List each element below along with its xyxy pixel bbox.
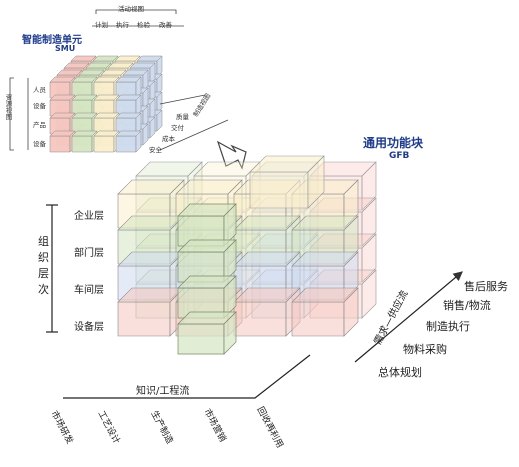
biz-manufacturing-execution: 制造执行 xyxy=(426,320,470,333)
resource-row-4: 设备 xyxy=(33,140,46,148)
smu-activity-bracket xyxy=(92,9,184,27)
gfb-front-cell-front xyxy=(291,301,345,337)
smu-cell-side xyxy=(156,73,163,96)
org-axis-line xyxy=(46,204,58,333)
smu-cell-front xyxy=(93,135,115,153)
smu-cell-side xyxy=(149,80,156,103)
dimension-delivery: 交付 xyxy=(171,124,184,132)
level-enterprise: 企业层 xyxy=(74,211,104,222)
activity-col-plan: 计划 xyxy=(95,21,108,29)
smu-subtitle: SMU xyxy=(55,44,76,53)
smu-cell-side xyxy=(156,109,163,132)
biz-sales-logistics: 销售/物流 xyxy=(443,299,491,312)
smu-dimension-bracket xyxy=(159,94,229,151)
org-axis-char-2: 织 xyxy=(38,251,49,264)
org-axis-char-1: 组 xyxy=(38,235,49,248)
resource-row-2: 设备 xyxy=(33,102,46,110)
transform-arrow xyxy=(216,140,247,170)
smu-cell-side xyxy=(156,55,163,78)
dimension-safety: 安全 xyxy=(149,146,162,154)
dimension-quality: 质量 xyxy=(176,113,189,121)
gfb-highlight-cell-side xyxy=(223,275,237,319)
gfb-highlight-cell-side xyxy=(223,239,237,283)
smu-cell-side xyxy=(149,98,156,121)
level-department: 部门层 xyxy=(74,248,104,259)
activity-col-improve: 改善 xyxy=(159,21,172,29)
smu-title: 智能制造单元 xyxy=(22,35,82,46)
smu-cell-side xyxy=(142,123,149,146)
org-axis-char-4: 次 xyxy=(38,283,49,296)
gfb-highlight-cell-side xyxy=(223,311,237,355)
biz-overall-planning: 总体规划 xyxy=(378,366,422,379)
smu-cell-side xyxy=(142,69,149,92)
smu-cell-side xyxy=(135,112,142,135)
level-workshop: 车间层 xyxy=(74,285,104,296)
smu-cell-side xyxy=(149,62,156,85)
gfb-highlight-cell-side xyxy=(223,203,237,247)
gfb-cube xyxy=(117,155,377,355)
activity-col-inspect: 检验 xyxy=(137,21,150,29)
level-equipment: 设备层 xyxy=(74,322,104,333)
business-axis-line xyxy=(354,271,463,363)
smu-cell-side xyxy=(135,76,142,99)
smu-cell-side xyxy=(135,130,142,153)
smu-cell-side xyxy=(142,105,149,128)
biz-material-procurement: 物料采购 xyxy=(403,343,447,356)
activity-view-header: 活动视图 xyxy=(118,5,144,13)
resource-row-1: 人员 xyxy=(33,86,46,94)
knowledge-axis-line xyxy=(63,354,311,399)
smu-cell-front xyxy=(71,135,93,153)
biz-after-sales: 售后服务 xyxy=(464,280,508,293)
resource-view-header: 资源视图 xyxy=(4,94,12,120)
gfb-title: 通用功能块 xyxy=(363,136,424,150)
smu-cell-front xyxy=(115,135,137,153)
knowledge-axis-label: 知识/工程流 xyxy=(136,386,190,397)
gfb-front-cell-front xyxy=(117,301,171,337)
gfb-highlight-cell-front xyxy=(177,323,225,355)
gfb-front-cell-side xyxy=(343,287,359,337)
resource-row-3: 产品 xyxy=(33,121,46,129)
smu-cell-side xyxy=(135,94,142,117)
gfb-back-cell-side xyxy=(361,269,377,319)
smu-cell-side xyxy=(142,87,149,110)
gfb-subtitle: GFB xyxy=(389,151,410,161)
smu-cell-side xyxy=(149,116,156,139)
gfb-top-cell-side xyxy=(307,155,325,209)
org-axis-char-3: 层 xyxy=(38,267,49,280)
smu-cell-front xyxy=(49,135,71,153)
smu-resource-bracket xyxy=(9,77,29,151)
smu-cell-side xyxy=(156,91,163,114)
dimension-cost: 成本 xyxy=(162,135,175,143)
gfb-front-cell-front xyxy=(233,301,287,337)
gfb-top-cell-front xyxy=(249,171,309,209)
smu-cube xyxy=(49,55,163,153)
activity-col-execute: 执行 xyxy=(116,21,129,29)
